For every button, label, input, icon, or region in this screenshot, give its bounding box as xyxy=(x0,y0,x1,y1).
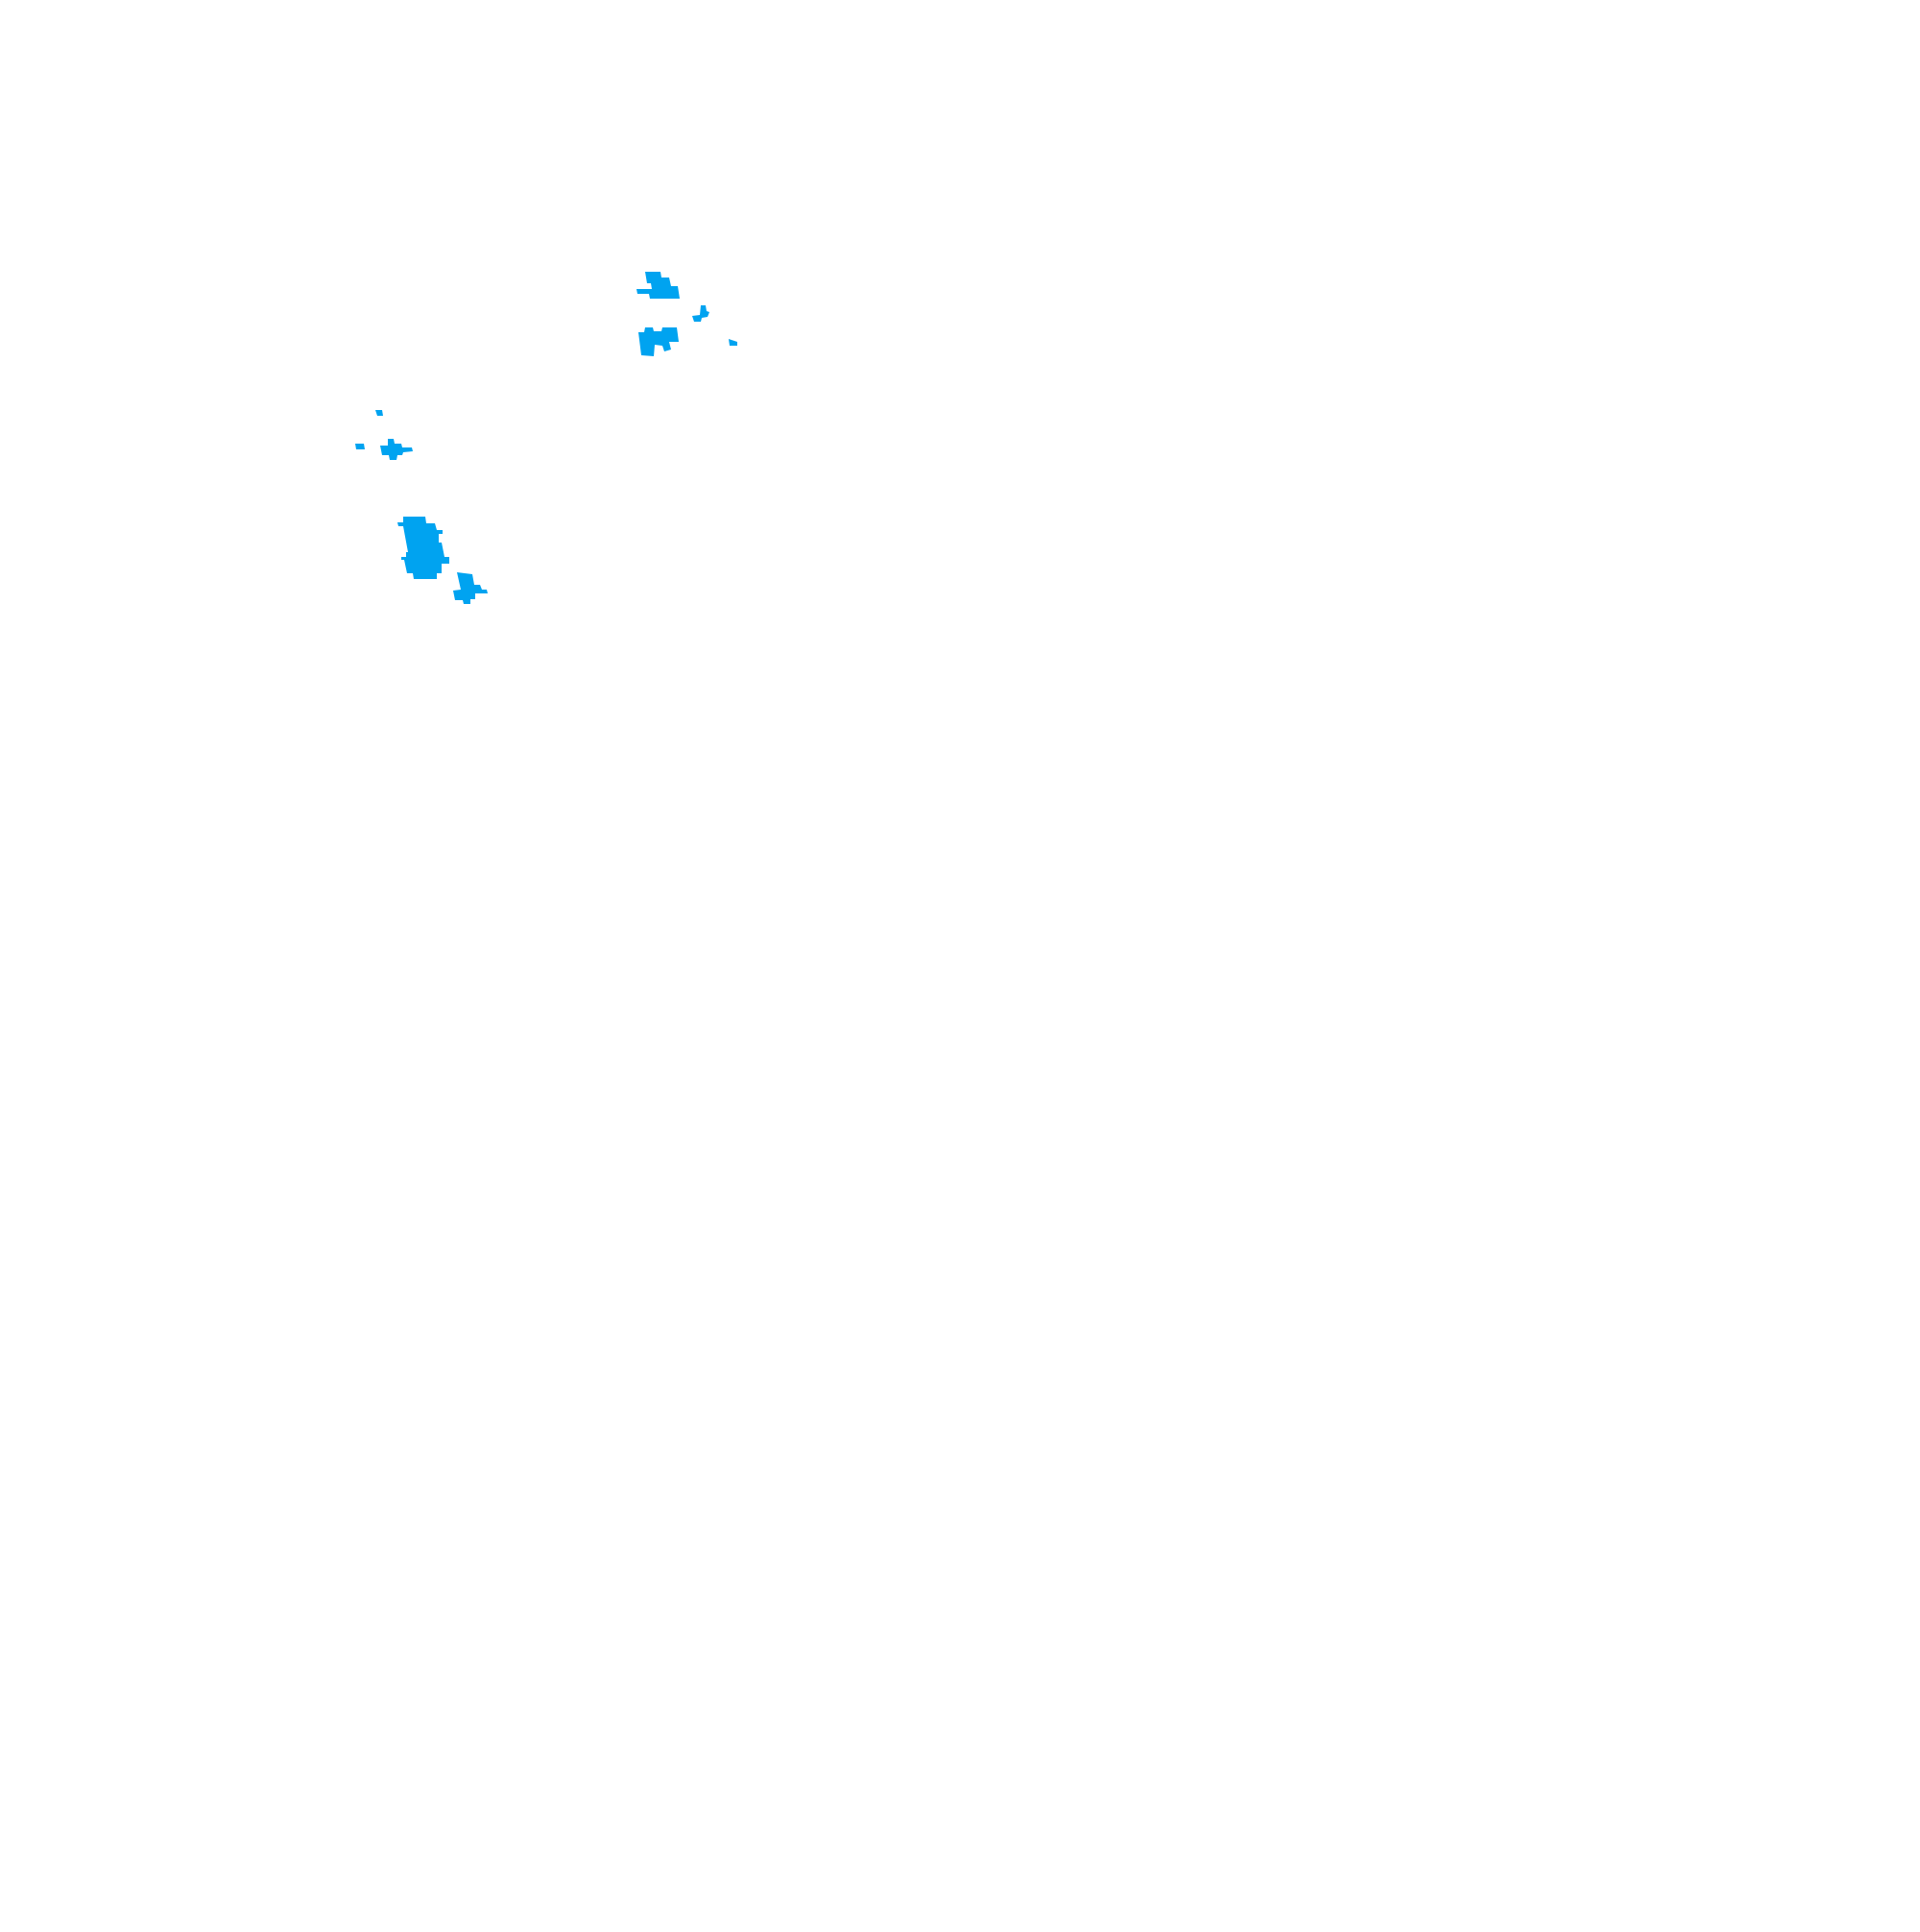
water-patch xyxy=(636,272,680,299)
water-patch xyxy=(397,517,449,579)
water-patch xyxy=(638,327,679,356)
water-patch xyxy=(380,439,413,460)
water-patch xyxy=(729,339,737,346)
water-patch xyxy=(375,410,383,416)
water-patch xyxy=(692,305,709,322)
water-features-layer xyxy=(355,272,737,604)
water-patch xyxy=(355,444,365,449)
water-patch xyxy=(453,572,488,604)
